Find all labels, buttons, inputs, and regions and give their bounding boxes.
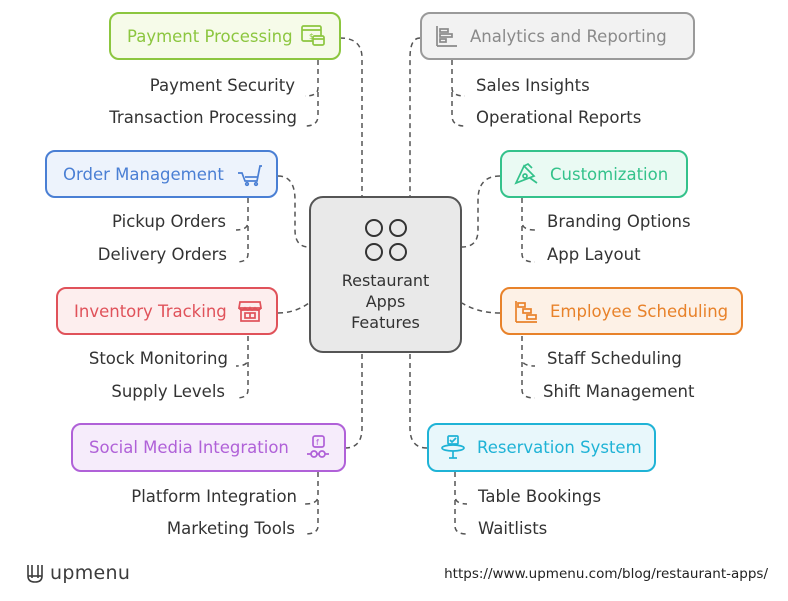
node-inventory-tracking: Inventory Tracking	[56, 287, 278, 335]
sub-stock-monitoring: Stock Monitoring	[88, 349, 228, 368]
sub-app-layout: App Layout	[547, 245, 641, 264]
node-label: Employee Scheduling	[550, 301, 729, 321]
source-url[interactable]: https://www.upmenu.com/blog/restaurant-a…	[444, 566, 768, 582]
sub-delivery-orders: Delivery Orders	[97, 245, 227, 264]
sub-table-bookings: Table Bookings	[478, 487, 602, 506]
node-label: Analytics and Reporting	[470, 26, 667, 46]
cart-icon	[236, 160, 264, 188]
sub-waitlists: Waitlists	[478, 519, 548, 538]
svg-text:f: f	[316, 438, 319, 447]
brand-name: upmenu	[50, 562, 131, 584]
node-reservation-system: Reservation System	[427, 423, 656, 472]
schedule-icon	[512, 297, 540, 325]
node-label: Reservation System	[477, 438, 642, 457]
sub-marketing-tools: Marketing Tools	[166, 519, 295, 538]
node-payment-processing: Payment Processing $	[109, 12, 341, 60]
customization-icon	[512, 160, 540, 188]
sub-shift-management: Shift Management	[543, 382, 695, 401]
store-icon	[236, 297, 264, 325]
node-order-management: Order Management	[45, 150, 278, 198]
sub-transaction-processing: Transaction Processing	[109, 108, 297, 127]
sub-supply-levels: Supply Levels	[111, 382, 225, 401]
payment-icon: $	[299, 22, 327, 50]
social-icon: f	[304, 434, 332, 462]
node-label: Order Management	[63, 164, 224, 184]
node-label: Payment Processing	[127, 26, 293, 46]
node-label: Social Media Integration	[89, 438, 289, 457]
node-customization: Customization	[500, 150, 688, 198]
sub-sales-insights: Sales Insights	[476, 76, 590, 95]
reservation-icon	[439, 434, 467, 462]
svg-text:$: $	[309, 32, 314, 41]
node-label: Customization	[550, 164, 669, 184]
sub-pickup-orders: Pickup Orders	[112, 212, 226, 231]
upmenu-logo: upmenu	[26, 562, 130, 584]
center-title: Restaurant Apps Features	[341, 271, 430, 332]
sub-branding-options: Branding Options	[547, 212, 691, 231]
node-social-media-integration: Social Media Integration f	[71, 423, 346, 472]
node-employee-scheduling: Employee Scheduling	[500, 287, 743, 335]
center-node: Restaurant Apps Features	[309, 196, 462, 353]
upmenu-logo-icon	[27, 565, 43, 583]
sub-payment-security: Payment Security	[149, 76, 295, 95]
four-circles-icon	[364, 219, 407, 261]
node-analytics-reporting: Analytics and Reporting	[420, 12, 695, 60]
sub-operational-reports: Operational Reports	[476, 108, 642, 127]
node-label: Inventory Tracking	[74, 301, 227, 321]
sub-platform-integration: Platform Integration	[131, 487, 297, 506]
analytics-icon	[432, 22, 460, 50]
sub-staff-scheduling: Staff Scheduling	[547, 349, 682, 368]
